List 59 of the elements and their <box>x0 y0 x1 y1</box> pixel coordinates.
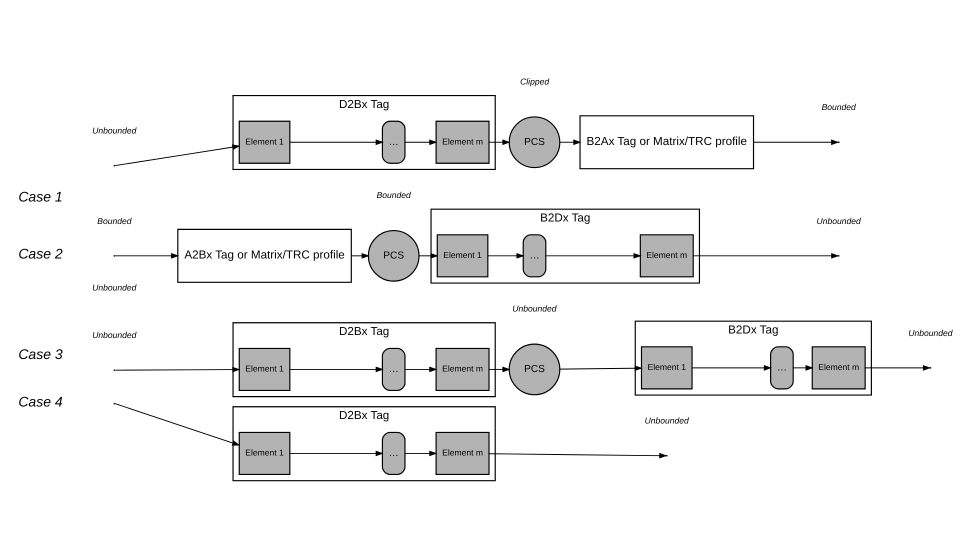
node-box: B2Ax Tag or Matrix/TRC profile <box>579 114 754 169</box>
label: Case 1 <box>18 188 63 204</box>
label: Case 2 <box>18 244 63 261</box>
arrow <box>351 252 370 258</box>
arrow <box>692 252 840 258</box>
node-circle: PCS <box>368 229 420 282</box>
arrow <box>114 402 240 446</box>
arrow <box>289 450 384 456</box>
arrow <box>488 366 511 372</box>
arrow <box>559 364 643 371</box>
arrow <box>864 364 932 370</box>
label: Case 4 <box>18 392 63 409</box>
arrow <box>792 364 814 370</box>
arrow <box>488 452 668 458</box>
label: Unbounded <box>512 303 557 314</box>
label: Unbounded <box>92 282 136 292</box>
node-box: Element m <box>436 347 490 390</box>
label: Unbounded <box>816 215 861 226</box>
label: Unbounded <box>92 125 136 136</box>
node-box: Element m <box>640 234 694 277</box>
arrow <box>487 252 525 258</box>
node-circle: PCS <box>508 343 560 395</box>
node-box: Element 1 <box>238 431 290 475</box>
node-circle: PCS <box>508 116 560 168</box>
node-box: Element m <box>436 431 490 475</box>
arrow <box>418 252 439 258</box>
arrow <box>404 366 438 372</box>
node-box: … <box>382 120 406 164</box>
node-box: … <box>522 234 546 277</box>
arrow <box>546 252 642 258</box>
label: Unbounded <box>908 327 953 338</box>
arrow <box>289 138 384 145</box>
arrow <box>559 138 582 145</box>
arrow <box>289 366 384 372</box>
arrow <box>753 138 840 145</box>
node-box: Element 1 <box>640 346 693 389</box>
label: Unbounded <box>92 330 136 340</box>
label: Case 3 <box>18 345 63 362</box>
arrow <box>404 450 438 456</box>
node-box: A2Bx Tag or Matrix/TRC profile <box>177 228 352 282</box>
node-box: Element m <box>812 346 866 389</box>
node-box: Element 1 <box>238 120 290 164</box>
arrow <box>114 144 240 166</box>
arrow <box>404 138 438 145</box>
label: Bounded <box>822 102 856 112</box>
arrow <box>114 252 180 258</box>
node-box: … <box>382 347 406 390</box>
node-box: Element m <box>436 120 490 164</box>
node-box: … <box>382 431 406 475</box>
label: Bounded <box>97 215 132 226</box>
arrow <box>488 138 511 145</box>
node-box: … <box>770 346 794 389</box>
label: Clipped <box>520 76 550 86</box>
label: Unbounded <box>644 415 689 426</box>
arrow <box>114 366 240 372</box>
node-box: Element 1 <box>436 234 488 277</box>
label: Bounded <box>376 190 411 200</box>
arrow <box>692 364 772 370</box>
node-box: Element 1 <box>238 347 290 390</box>
